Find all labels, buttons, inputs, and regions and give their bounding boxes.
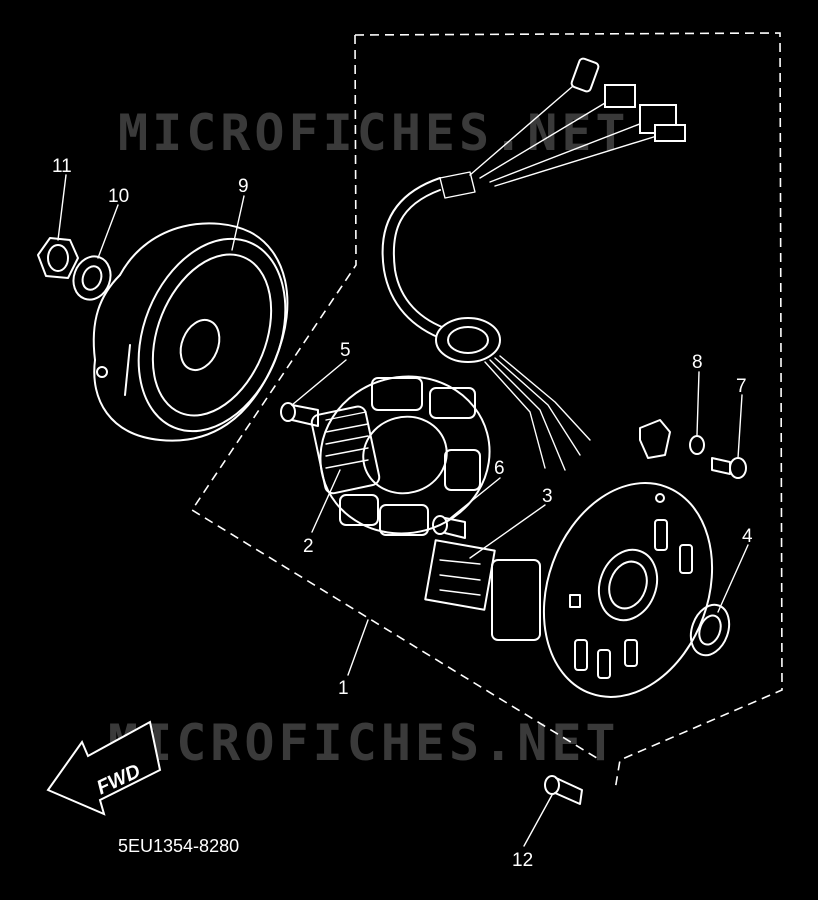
assembly-boundary <box>190 32 783 791</box>
grommet <box>435 317 501 363</box>
lock-washer <box>689 435 705 455</box>
lead-clamp <box>639 419 671 459</box>
callout-6: 6 <box>494 458 505 479</box>
screw-5 <box>280 402 319 427</box>
washer <box>72 255 112 301</box>
screw-6 <box>432 515 466 539</box>
leader-lines <box>57 174 749 847</box>
callout-3: 3 <box>542 486 553 507</box>
connector-square-1 <box>604 84 636 108</box>
part-code: 5EU1354-8280 <box>118 836 239 856</box>
connector-round <box>570 57 600 93</box>
callout-4: 4 <box>742 526 753 547</box>
flywheel-rotor <box>92 222 289 442</box>
callout-9: 9 <box>238 176 249 197</box>
stator-coil <box>310 375 491 536</box>
screw-12 <box>544 775 583 805</box>
wire-harness <box>381 57 686 471</box>
watermark-top: MICROFICHES.NET <box>118 104 630 162</box>
pickup-coil <box>424 539 541 641</box>
stator-base-plate <box>542 482 714 698</box>
callout-11: 11 <box>52 156 72 177</box>
callout-5: 5 <box>340 340 351 361</box>
nut <box>37 237 79 279</box>
callout-10: 10 <box>108 186 129 207</box>
connector-square-3 <box>654 124 686 142</box>
callout-1: 1 <box>338 678 349 699</box>
screw-7 <box>711 457 747 479</box>
callout-7: 7 <box>736 376 747 397</box>
watermark-bottom: MICROFICHES.NET <box>108 714 620 772</box>
callout-2: 2 <box>303 536 314 557</box>
callout-8: 8 <box>692 352 703 373</box>
oil-seal <box>689 603 731 657</box>
callout-12: 12 <box>512 850 533 871</box>
forward-direction-arrow: FWD <box>46 720 162 816</box>
